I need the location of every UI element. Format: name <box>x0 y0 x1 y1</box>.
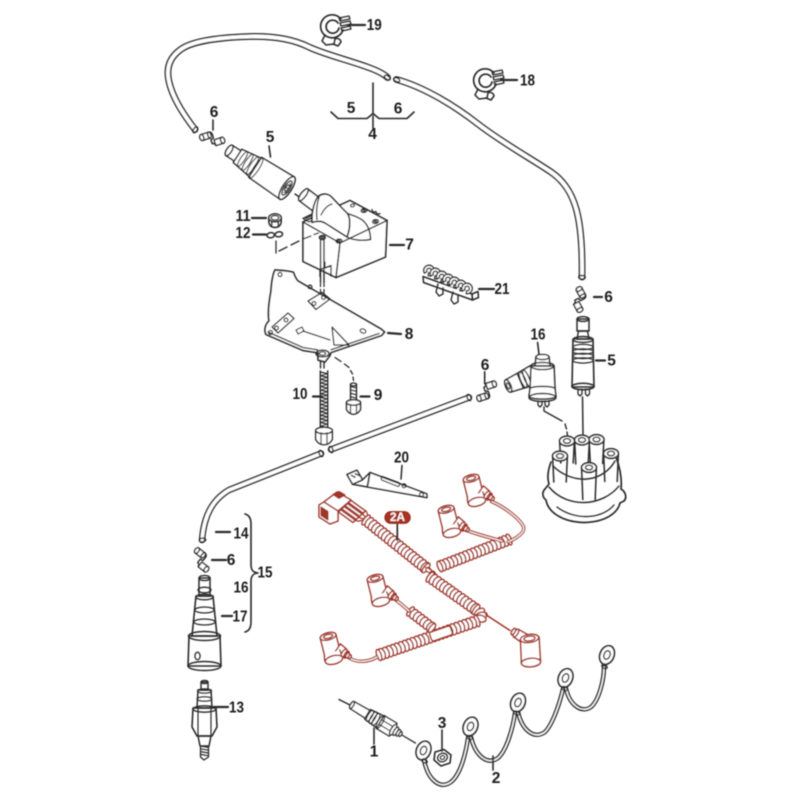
svg-text:9: 9 <box>374 387 383 404</box>
svg-text:5: 5 <box>347 100 356 117</box>
svg-text:6: 6 <box>481 357 490 374</box>
svg-text:12: 12 <box>236 225 251 242</box>
svg-text:16: 16 <box>234 580 249 597</box>
svg-text:1: 1 <box>370 744 379 761</box>
svg-text:10: 10 <box>293 386 308 403</box>
svg-text:20: 20 <box>394 449 409 466</box>
svg-text:6: 6 <box>604 289 613 306</box>
svg-text:2A: 2A <box>390 512 405 524</box>
svg-text:19: 19 <box>367 17 382 34</box>
svg-text:3: 3 <box>438 715 447 732</box>
svg-text:2: 2 <box>492 770 501 787</box>
svg-text:18: 18 <box>520 72 535 89</box>
svg-text:17: 17 <box>233 609 248 626</box>
svg-text:14: 14 <box>234 526 249 543</box>
svg-text:13: 13 <box>229 699 244 716</box>
svg-text:5: 5 <box>607 353 616 370</box>
svg-text:4: 4 <box>368 126 377 143</box>
svg-text:6: 6 <box>227 552 236 569</box>
svg-text:15: 15 <box>258 565 273 582</box>
svg-text:21: 21 <box>495 281 510 298</box>
svg-text:6: 6 <box>210 104 219 121</box>
svg-text:6: 6 <box>394 101 403 118</box>
svg-text:5: 5 <box>266 129 275 146</box>
svg-text:16: 16 <box>531 327 546 344</box>
svg-text:11: 11 <box>236 208 251 225</box>
svg-text:8: 8 <box>405 326 414 343</box>
svg-text:7: 7 <box>405 237 414 254</box>
